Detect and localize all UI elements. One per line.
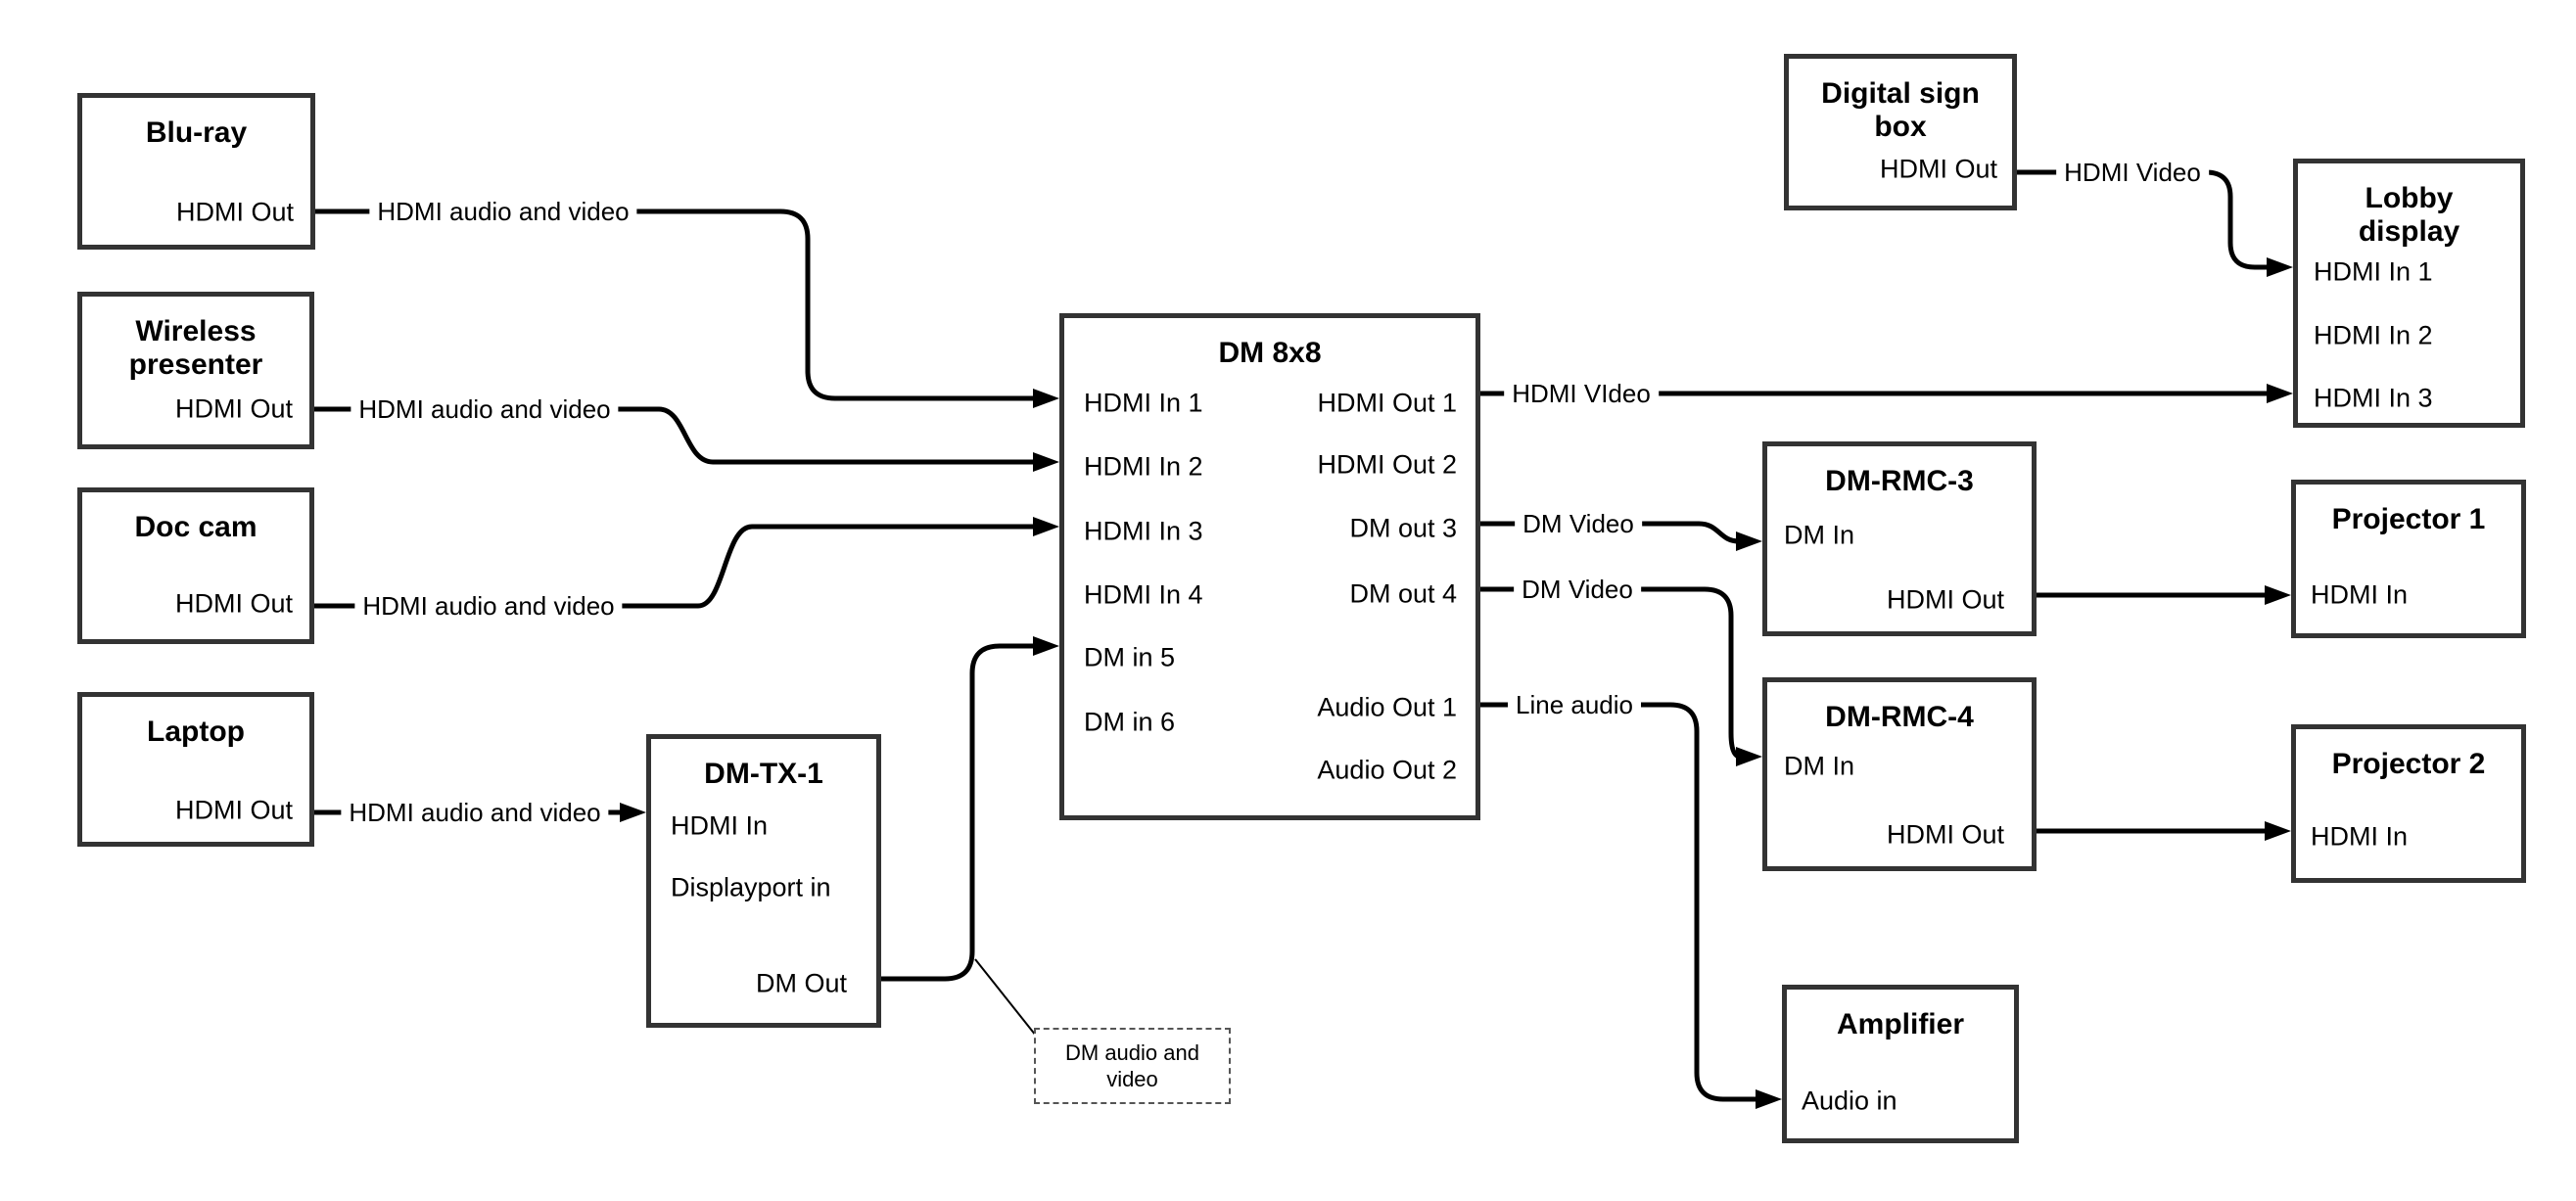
node-laptop: Laptop HDMI Out — [77, 692, 314, 847]
node-title: Wireless presenter — [128, 315, 263, 381]
arrowhead-rmc4-dm-in — [1736, 747, 1762, 766]
port-rmc4-dm-in: DM In — [1784, 751, 1855, 781]
port-dm8x8-hdmi-in-4: HDMI In 4 — [1084, 579, 1203, 610]
port-wireless-hdmi-out: HDMI Out — [174, 393, 293, 424]
node-title: Digital sign box — [1821, 77, 1980, 143]
edge-bluray-to-dm8x8 — [315, 208, 1036, 401]
edge-label-doccam: HDMI audio and video — [354, 590, 623, 622]
port-dm8x8-hdmi-out-2: HDMI Out 2 — [1317, 449, 1457, 480]
arrowhead-lobby-in3 — [2267, 384, 2293, 403]
edge-out4-to-rmc4 — [1480, 586, 1740, 760]
node-title: DM-TX-1 — [704, 758, 823, 790]
edge-label-laptop: HDMI audio and video — [341, 797, 609, 828]
node-dm-tx-1: DM-TX-1 HDMI In Displayport in DM Out — [646, 734, 881, 1028]
node-title: DM 8x8 — [1218, 337, 1322, 369]
node-lobby-display: Lobby display HDMI In 1 HDMI In 2 HDMI I… — [2293, 159, 2525, 428]
port-dm8x8-audio-out-1: Audio Out 1 — [1317, 692, 1457, 722]
port-lobby-hdmi-in-2: HDMI In 2 — [2314, 320, 2433, 350]
port-dm8x8-hdmi-in-2: HDMI In 2 — [1084, 451, 1203, 482]
port-laptop-hdmi-out: HDMI Out — [174, 795, 293, 825]
arrowhead-dm8x8-in5 — [1033, 636, 1059, 656]
arrowhead-lobby-in1 — [2267, 257, 2293, 277]
port-dm8x8-hdmi-in-3: HDMI In 3 — [1084, 516, 1203, 546]
edge-audio1-to-amp — [1480, 702, 1758, 1102]
node-amplifier: Amplifier Audio in — [1782, 985, 2019, 1143]
node-title: Blu-ray — [145, 116, 248, 149]
port-dm8x8-dm-out-3: DM out 3 — [1349, 513, 1457, 543]
node-digital-sign-box: Digital sign box HDMI Out — [1784, 54, 2017, 210]
port-dmtx1-hdmi-in: HDMI In — [671, 810, 769, 841]
port-sign-hdmi-out: HDMI Out — [1879, 154, 1997, 184]
arrowhead-dm8x8-in2 — [1033, 452, 1059, 472]
arrowhead-rmc3-dm-in — [1736, 531, 1762, 551]
node-blu-ray: Blu-ray HDMI Out — [77, 93, 315, 250]
port-doccam-hdmi-out: HDMI Out — [174, 588, 293, 619]
node-title: Amplifier — [1836, 1008, 1965, 1040]
arrowhead-dm8x8-in3 — [1033, 517, 1059, 536]
edge-out3-to-rmc3 — [1480, 521, 1740, 544]
port-dmtx1-displayport-in: Displayport in — [671, 872, 831, 902]
edge-label-bluray: HDMI audio and video — [369, 196, 637, 227]
callout-text: DM audio and video — [1065, 1040, 1199, 1091]
port-proj2-hdmi-in: HDMI In — [2311, 821, 2409, 852]
port-dm8x8-dm-out-4: DM out 4 — [1349, 578, 1457, 609]
port-dm8x8-hdmi-out-1: HDMI Out 1 — [1317, 388, 1457, 418]
port-dm8x8-dm-in-6: DM in 6 — [1084, 707, 1176, 737]
edge-label-dm-out-3: DM Video — [1515, 508, 1642, 539]
node-dm-8x8: DM 8x8 HDMI In 1 HDMI In 2 HDMI In 3 HDM… — [1059, 313, 1480, 820]
edge-dmtx1-to-dm8x8 — [881, 643, 1036, 982]
edge-label-line-audio: Line audio — [1508, 689, 1641, 720]
edge-label-hdmi-out-1: HDMI VIdeo — [1504, 378, 1659, 409]
port-rmc3-hdmi-out: HDMI Out — [1886, 584, 2004, 615]
node-dm-rmc-3: DM-RMC-3 DM In HDMI Out — [1762, 441, 2037, 636]
arrowhead-amp-audio-in — [1756, 1089, 1782, 1109]
node-title: Doc cam — [134, 511, 258, 543]
edge-doccam-to-dm8x8 — [314, 524, 1036, 609]
port-dm8x8-audio-out-2: Audio Out 2 — [1317, 755, 1457, 785]
edge-sign-to-lobby — [2017, 169, 2270, 270]
node-title: Projector 1 — [2331, 503, 2486, 535]
callout-box: DM audio and video — [1034, 1028, 1231, 1104]
arrowhead-dm8x8-in1 — [1033, 389, 1059, 408]
port-amp-audio-in: Audio in — [1802, 1086, 1897, 1116]
node-doc-cam: Doc cam HDMI Out — [77, 487, 314, 644]
port-dm8x8-hdmi-in-1: HDMI In 1 — [1084, 388, 1203, 418]
port-lobby-hdmi-in-3: HDMI In 3 — [2314, 383, 2433, 413]
port-dm8x8-dm-in-5: DM in 5 — [1084, 642, 1176, 672]
port-dmtx1-dm-out: DM Out — [755, 968, 847, 998]
edge-wireless-to-dm8x8 — [314, 406, 1036, 465]
callout-leader-line — [974, 958, 1037, 1037]
node-dm-rmc-4: DM-RMC-4 DM In HDMI Out — [1762, 677, 2037, 871]
node-projector-1: Projector 1 HDMI In — [2291, 480, 2526, 638]
port-lobby-hdmi-in-1: HDMI In 1 — [2314, 256, 2433, 287]
edge-label-dm-out-4: DM Video — [1514, 574, 1641, 605]
arrowhead-dmtx1-hdmi-in — [620, 803, 646, 822]
node-title: Lobby display — [2358, 182, 2460, 248]
node-wireless-presenter: Wireless presenter HDMI Out — [77, 292, 314, 449]
node-title: DM-RMC-4 — [1825, 701, 1974, 733]
arrowhead-proj2-hdmi-in — [2265, 821, 2291, 841]
edge-label-wireless: HDMI audio and video — [351, 393, 619, 425]
port-rmc4-hdmi-out: HDMI Out — [1886, 819, 2004, 850]
node-projector-2: Projector 2 HDMI In — [2291, 724, 2526, 883]
port-proj1-hdmi-in: HDMI In — [2311, 579, 2409, 610]
port-bluray-hdmi-out: HDMI Out — [175, 197, 294, 227]
arrowhead-proj1-hdmi-in — [2265, 585, 2291, 605]
node-title: DM-RMC-3 — [1825, 465, 1974, 497]
port-rmc3-dm-in: DM In — [1784, 520, 1855, 550]
node-title: Projector 2 — [2331, 748, 2486, 780]
edge-label-sign: HDMI Video — [2056, 157, 2209, 188]
node-title: Laptop — [147, 716, 245, 748]
